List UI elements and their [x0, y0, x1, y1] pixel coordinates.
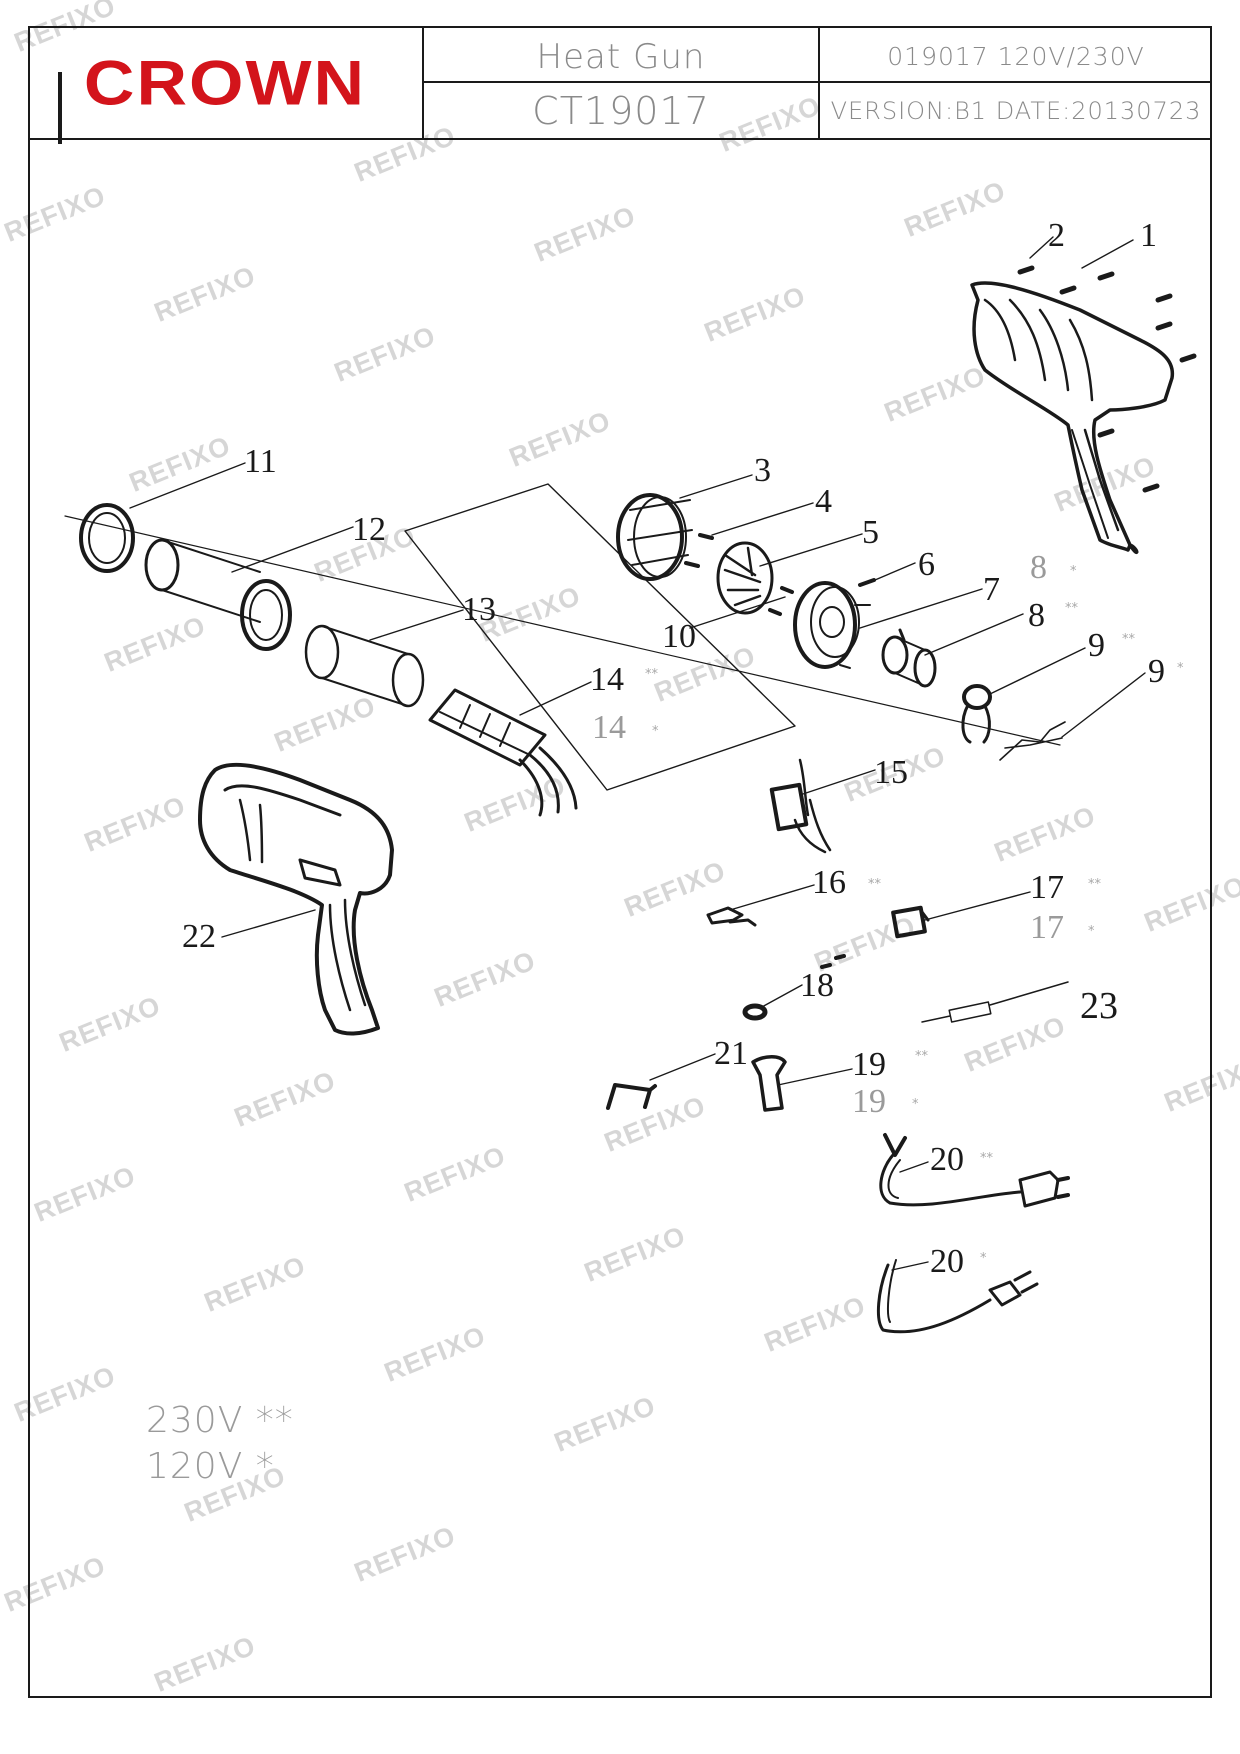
part-13-inner-tube: [304, 624, 425, 708]
product-name: Heat Gun: [536, 37, 706, 77]
marker-single: *: [1088, 924, 1095, 939]
callout-20: 20: [930, 1141, 964, 1178]
part-11-front-ring: [79, 503, 135, 573]
callout-11: 11: [244, 443, 277, 480]
callout-19-variant: 19: [852, 1083, 886, 1120]
part-20-eu-power-cord: [879, 1133, 1070, 1208]
marker-single: *: [912, 1097, 919, 1112]
marker-double: **: [980, 1151, 994, 1166]
callout-8: 8: [1028, 597, 1045, 634]
part-8-motor: [881, 628, 937, 688]
marker-double: **: [1065, 601, 1079, 616]
title-block-divider: [424, 81, 1210, 83]
part-21-bracket: [606, 1083, 657, 1110]
callout-9: 9: [1088, 627, 1105, 664]
callout-6: 6: [918, 546, 935, 583]
callout-19: 19: [852, 1046, 886, 1083]
part-20-us-power-cord: [877, 1259, 1039, 1334]
version-date: VERSION:B1 DATE:20130723: [830, 97, 1202, 125]
part-18-cord-clamp: [742, 954, 846, 1021]
marker-double: **: [868, 877, 882, 892]
part-9-clip: [961, 684, 992, 744]
part-1-right-housing: [970, 281, 1175, 555]
callout-18: 18: [800, 967, 834, 1004]
part-14-heating-element: [428, 688, 578, 817]
logo-bar: [58, 72, 62, 144]
callout-21: 21: [714, 1035, 748, 1072]
part-3-fan-housing: [616, 493, 693, 581]
assembly-axis: [64, 515, 1061, 746]
callout-20-alt: 20: [930, 1243, 964, 1280]
callout-13: 13: [462, 591, 496, 628]
part-17-capacitor-block: [891, 905, 930, 939]
marker-double: **: [1088, 877, 1102, 892]
legend-120v: 120V *: [146, 1446, 275, 1487]
title-block-divider: [422, 26, 424, 138]
part-16-connector: [706, 906, 757, 927]
crown-logo: CROWN: [60, 44, 390, 122]
part-9-thermal-wire: [999, 721, 1066, 761]
callout-3: 3: [754, 452, 771, 489]
marker-single: *: [980, 1251, 987, 1266]
part-15-switch: [769, 758, 832, 854]
callout-14: 14: [590, 661, 624, 698]
brand-logo-text: CROWN: [83, 47, 367, 119]
marker-double: **: [1122, 632, 1136, 647]
callout-10: 10: [662, 618, 696, 655]
part-7-motor-bracket: [793, 581, 871, 669]
marker-double: **: [645, 667, 659, 682]
marker-double: **: [915, 1049, 929, 1064]
leader-lines: [129, 236, 1146, 1271]
callout-12: 12: [352, 511, 386, 548]
callout-9-alt: 9: [1148, 653, 1165, 690]
part-2-housing-screw: [1017, 265, 1197, 493]
callout-5: 5: [862, 514, 879, 551]
callout-4: 4: [815, 483, 832, 520]
legend-230v: 230V **: [146, 1400, 294, 1441]
part-12-nozzle-tube: [144, 538, 292, 651]
drawing-frame: [28, 26, 1212, 1698]
callout-17-variant: 17: [1030, 909, 1064, 946]
callout-22: 22: [182, 918, 216, 955]
marker-single: *: [652, 724, 659, 739]
marker-single: *: [1070, 564, 1077, 579]
callout-15: 15: [874, 754, 908, 791]
marker-single: *: [1177, 661, 1184, 676]
part-4-screw: [684, 533, 714, 568]
part-19-strain-relief: [751, 1055, 787, 1112]
callout-7: 7: [983, 571, 1000, 608]
callout-17: 17: [1030, 869, 1064, 906]
heater-group-outline: [404, 483, 796, 791]
callout-14-variant: 14: [592, 709, 626, 746]
part-22-left-housing: [198, 762, 394, 1036]
part-23-thermal-fuse: [921, 981, 1069, 1023]
callout-2: 2: [1048, 217, 1065, 254]
callout-23: 23: [1080, 985, 1118, 1027]
model-number: CT19017: [532, 89, 710, 133]
part-10-screw: [768, 586, 794, 616]
part-5-fan-impeller: [716, 541, 774, 615]
part-6-screw: [858, 578, 876, 587]
callout-8-variant: 8: [1030, 549, 1047, 586]
callout-16: 16: [812, 864, 846, 901]
code-voltage: 019017 120V/230V: [887, 42, 1145, 71]
title-block: CROWN Heat Gun CT19017 019017 120V/230V …: [28, 26, 1212, 144]
callout-1: 1: [1140, 217, 1157, 254]
